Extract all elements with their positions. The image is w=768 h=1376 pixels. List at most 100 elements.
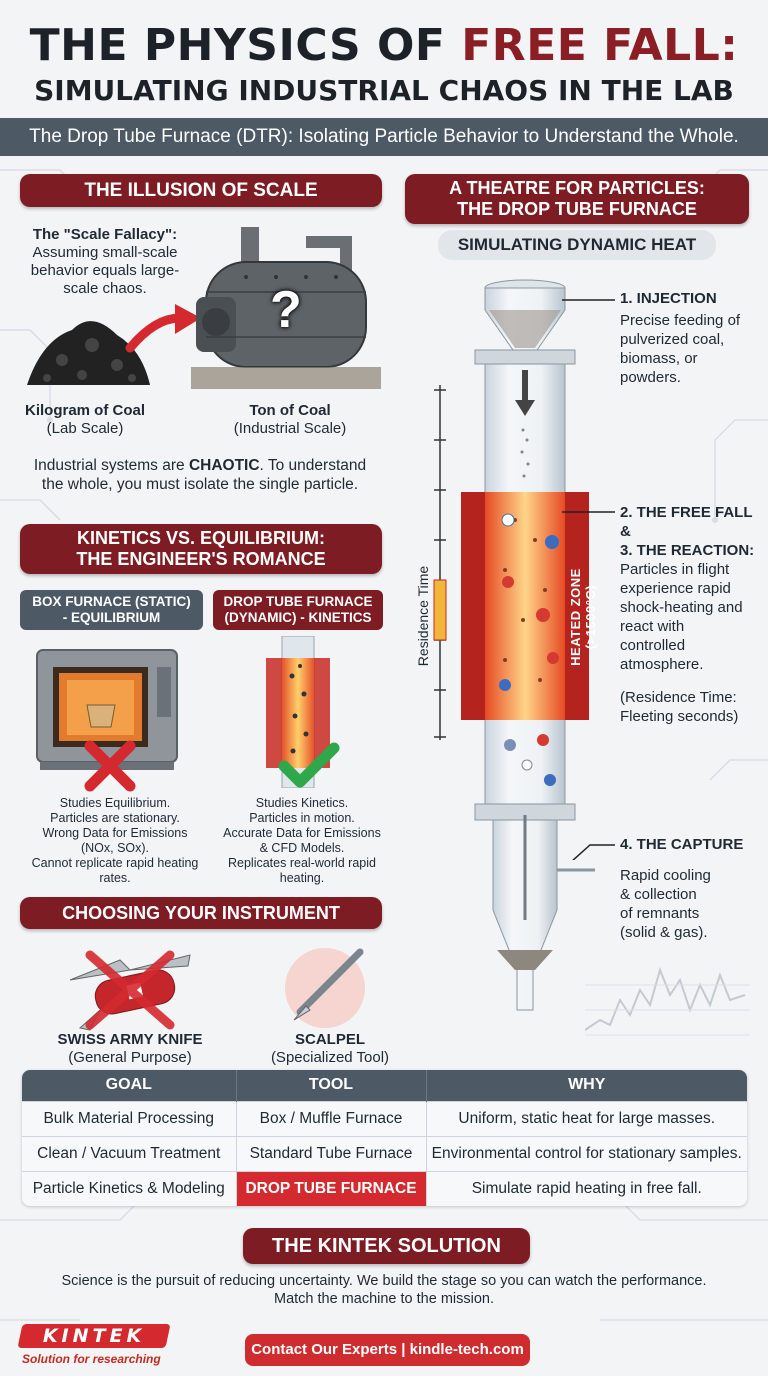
step-capture: 4. THE CAPTURE Rapid cooling & collectio… [620,835,760,942]
drop-tube-furnace-diagram [461,279,595,1011]
box-note: rates. [99,871,131,885]
table-cell: Clean / Vacuum Treatment [22,1135,237,1171]
step1-line: Precise feeding of [620,312,741,329]
page-title-line2: SIMULATING INDUSTRIAL CHAOS IN THE LAB [34,74,734,107]
coal-pile-icon [27,321,150,385]
residence-time-label: Residence Time [415,565,431,667]
logo-text: KINTEK [42,1325,146,1347]
drop-tube-icon [266,636,330,788]
table-cell-highlight: DROP TUBE FURNACE [236,1170,427,1206]
cross-icon [84,740,136,792]
step-injection: 1. INJECTION Precise feeding of pulveriz… [620,289,760,387]
drop-note: Particles in motion. [249,811,355,825]
ind-sub: (Industrial Scale) [233,420,347,437]
drop-tube-label: DROP TUBE FURNACE (DYNAMIC) - KINETICS [213,590,383,630]
comparison-table: GOAL TOOL WHY Bulk Material Processing B… [22,1070,747,1206]
step2-line: shock-heating and [620,599,743,616]
drop-note: Studies Kinetics. [255,796,349,810]
table-header: GOAL [22,1070,237,1101]
table-cell: Uniform, static heat for large masses. [426,1100,747,1136]
fallacy-title: The "Scale Fallacy": [32,226,178,243]
step1-line: biomass, or [620,350,698,367]
box-note: Studies Equilibrium. [59,796,171,810]
step2-note: (Residence Time: [620,689,737,706]
illusion-conclusion: Industrial systems are CHAOTIC. To under… [30,456,370,494]
kintek-logo: KINTEK [17,1324,171,1348]
check-icon [278,742,340,788]
step1-line: pulverized coal, [620,331,725,348]
step4-title: 4. THE CAPTURE [620,836,744,853]
step1-title: 1. INJECTION [620,290,717,307]
knife-title: SWISS ARMY KNIFE [57,1031,203,1048]
theatre-heading: A THEATRE FOR PARTICLES: THE DROP TUBE F… [405,174,749,224]
step4-line: & collection [620,886,697,903]
residence-time-scale [433,385,447,740]
table-header-row: GOAL TOOL WHY [22,1070,747,1101]
instrument-heading: CHOOSING YOUR INSTRUMENT [20,897,382,929]
industrial-scale-caption: Ton of Coal (Industrial Scale) [225,402,355,438]
scalpel-caption: SCALPEL (Specialized Tool) [250,1031,410,1067]
theatre-heading-line1: A THEATRE FOR PARTICLES: [449,178,705,198]
solution-line1: Science is the pursuit of reducing uncer… [61,1273,707,1289]
table-header: WHY [426,1070,747,1101]
solution-heading: THE KINTEK SOLUTION [243,1228,530,1264]
scale-fallacy-block: The "Scale Fallacy": Assuming small-scal… [22,226,188,298]
step-free-fall: 2. THE FREE FALL & 3. THE REACTION: Part… [620,503,765,726]
box-label-line1: BOX FURNACE (STATIC) [32,594,191,609]
kinetics-heading-line1: KINETICS VS. EQUILIBRIUM: [76,528,325,548]
step2-line: experience rapid [620,580,731,597]
question-mark: ? [270,281,302,339]
drop-note: heating. [279,871,325,885]
table-cell: Bulk Material Processing [22,1100,237,1136]
scalpel-title: SCALPEL [294,1031,365,1048]
step2-title-2: 3. THE REACTION: [620,542,755,559]
callout-lines [562,299,615,860]
box-note: Particles are stationary. [50,811,180,825]
title-part-b: FREE FALL: [461,20,739,71]
step1-line: powders. [620,369,681,386]
page-title: THE PHYSICS OF FREE FALL: [0,20,768,71]
drop-label-line1: DROP TUBE FURNACE [223,594,373,609]
knife-caption: SWISS ARMY KNIFE (General Purpose) [40,1031,220,1067]
box-note: Cannot replicate rapid heating [31,856,199,870]
box-note: (NOx, SOx). [80,841,150,855]
table-cell: Standard Tube Furnace [236,1135,427,1171]
step2-line: atmosphere. [620,656,704,673]
lab-title: Kilogram of Coal [24,402,145,419]
step4-line: (solid & gas). [620,924,708,941]
box-notes: Studies Equilibrium. Particles are stati… [20,796,210,886]
step2-note: Fleeting seconds) [620,708,739,725]
drop-note: & CFD Models. [259,841,345,855]
step2-line: react with [620,618,685,635]
industrial-boiler-icon [191,227,381,389]
decorative-signal-graph [585,966,750,1036]
theatre-heading-line2: THE DROP TUBE FURNACE [457,199,697,219]
scalpel-sub: (Specialized Tool) [270,1049,390,1066]
scalpel-icon [285,948,365,1028]
table-cell: Particle Kinetics & Modeling [22,1170,237,1206]
step2-line: controlled [620,637,686,654]
table-header: TOOL [236,1070,427,1101]
box-furnace-label: BOX FURNACE (STATIC) - EQUILIBRIUM [20,590,203,630]
box-label-line2: - EQUILIBRIUM [62,610,161,625]
drop-note: Replicates real-world rapid [228,856,376,870]
kinetics-heading-line2: THE ENGINEER'S ROMANCE [76,549,326,569]
drop-notes: Studies Kinetics. Particles in motion. A… [212,796,392,886]
ind-title: Ton of Coal [249,402,331,419]
conclusion-b: CHAOTIC [188,457,260,474]
solution-line2: Match the machine to the mission. [273,1291,495,1307]
contact-button[interactable]: Contact Our Experts | kindle-tech.com [245,1334,530,1366]
table-cell: Environmental control for stationary sam… [426,1135,747,1171]
conclusion-a: Industrial systems are [33,457,189,474]
title-part-a: THE PHYSICS OF [29,20,462,71]
table-row: Particle Kinetics & Modeling DROP TUBE F… [22,1170,747,1206]
table-cell: Box / Muffle Furnace [236,1100,427,1136]
lab-sub: (Lab Scale) [46,420,124,437]
drop-label-line2: (DYNAMIC) - KINETICS [224,610,372,625]
step4-line: of remnants [620,905,700,922]
logo-tagline: Solution for researching [22,1352,161,1366]
lab-scale-caption: Kilogram of Coal (Lab Scale) [20,402,150,438]
kinetics-heading: KINETICS VS. EQUILIBRIUM: THE ENGINEER'S… [20,524,382,574]
step2-line: Particles in flight [620,561,730,578]
knife-sub: (General Purpose) [68,1049,192,1066]
